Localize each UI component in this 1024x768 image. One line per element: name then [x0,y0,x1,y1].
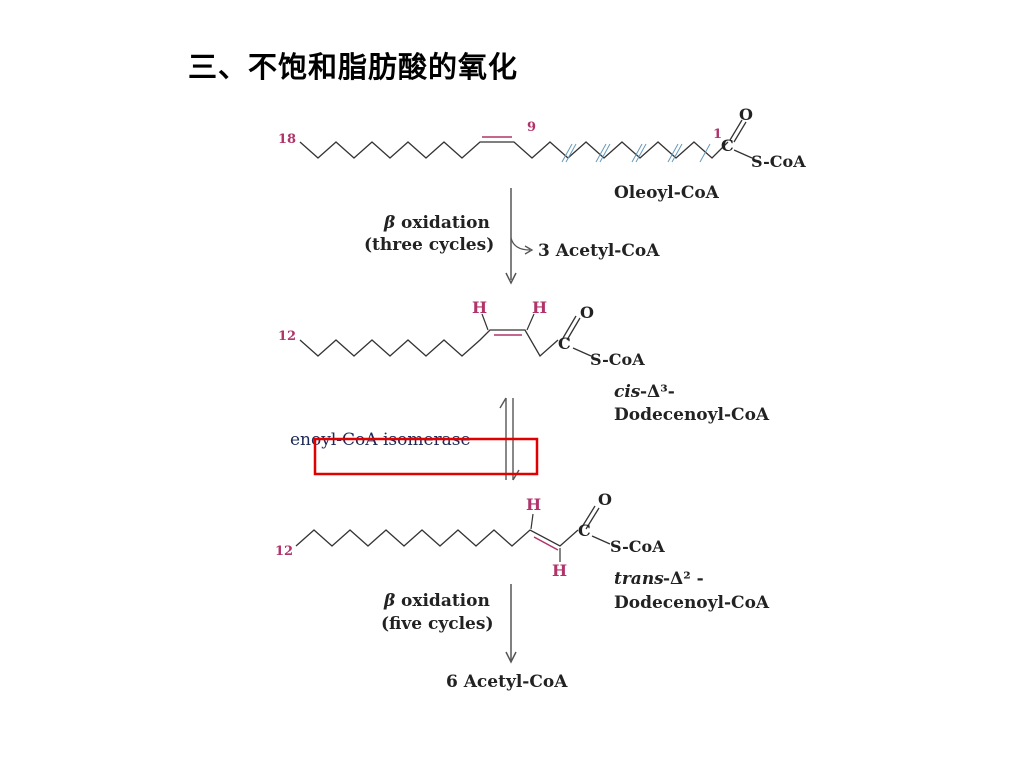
cis-dodecenoyl-coa-structure: 12 H H O C S-CoA cis -Δ³- Dodecenoyl-CoA [278,298,770,425]
beta-oxidation-step-2: β oxidation (five cycles) 6 Acetyl-CoA [381,584,568,692]
step2-line1: oxidation [401,591,490,611]
carbon-18-label: 18 [278,132,296,147]
trans-h2: H [552,561,567,580]
trans-name-line2: Dodecenoyl-CoA [614,593,770,613]
cis-h2: H [532,298,547,317]
trans-chain [295,529,579,547]
carbon-9-label: 9 [527,120,536,135]
step2-line2: (five cycles) [381,614,493,634]
step1-product: 3 Acetyl-CoA [538,241,660,261]
cis-name-line2: Dodecenoyl-CoA [614,405,770,425]
cis-name-prefix: cis [614,382,641,402]
beta-symbol: β [383,213,395,233]
cis-chain [299,329,559,358]
trans-dodecenoyl-coa-structure: 12 H H O C S-CoA trans -Δ² - Dodecenoyl-… [275,490,770,613]
carbon-1-label: 1 [713,127,722,142]
step2-product: 6 Acetyl-CoA [446,672,568,692]
cis-scoa-label: S-CoA [590,350,645,369]
cis-oxygen-label: O [580,303,594,322]
scoa-label: S-CoA [751,152,806,171]
carbonyl-carbon-label: C [721,136,734,155]
beta-symbol-2: β [383,591,395,611]
trans-scoa-label: S-CoA [610,537,665,556]
oleoyl-chain [299,141,729,159]
trans-carbon-12-label: 12 [275,544,293,559]
oxygen-label: O [739,105,753,124]
cis-carbon-12-label: 12 [278,329,296,344]
highlight-box [313,437,539,476]
oleoyl-coa-name: Oleoyl-CoA [614,183,720,203]
step1-line2: (three cycles) [364,235,494,255]
isomerase-step: enoyl-CoA isomerase [290,397,539,481]
cis-carbon-label: C [558,334,571,353]
trans-carbon-label: C [578,521,591,540]
step1-line1: oxidation [401,213,490,233]
oleoyl-coa-structure: 18 9 1 O C S-CoA Oleoyl-CoA [278,105,806,203]
trans-oxygen-label: O [598,490,612,509]
cleavage-marks [561,143,711,163]
beta-oxidation-step-1: β oxidation (three cycles) 3 Acetyl-CoA [364,188,660,285]
cis-h1: H [472,298,487,317]
page-title: 三、不饱和脂肪酸的氧化 [188,50,519,84]
trans-name-prefix: trans [614,569,664,589]
trans-h1: H [526,495,541,514]
trans-name-delta: -Δ² - [663,569,704,589]
cis-name-delta: -Δ³- [640,382,675,402]
